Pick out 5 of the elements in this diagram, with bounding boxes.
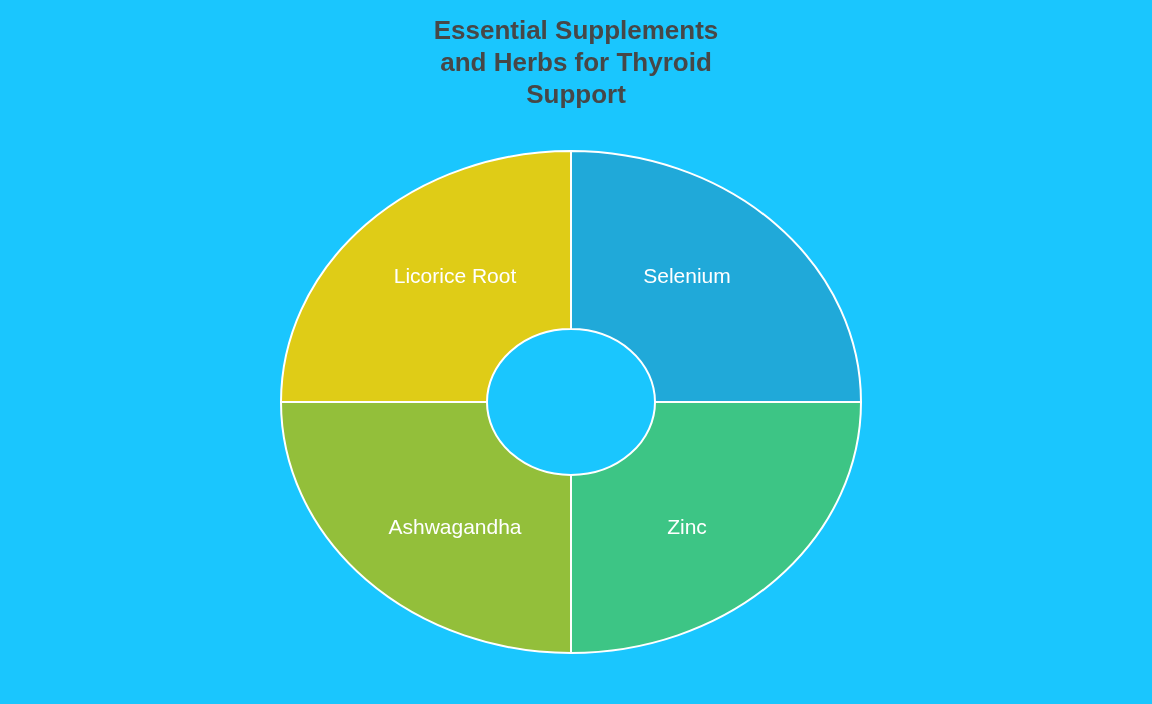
diagram-title: Essential Supplements and Herbs for Thyroid Support [432,14,720,110]
segment-label: Licorice Root [393,264,517,288]
segment-label: Zinc [667,515,707,539]
segment-label: Ashwagandha [388,515,522,539]
segment-label: Selenium [643,264,731,288]
